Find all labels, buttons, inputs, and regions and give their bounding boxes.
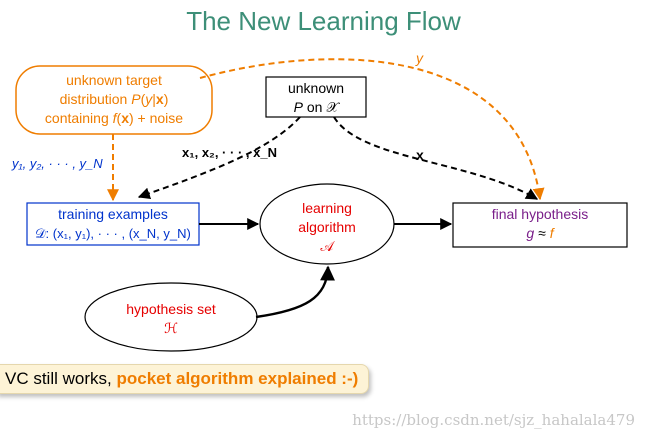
edge-target-to-final bbox=[199, 58, 545, 201]
final-line2: g ≈ f bbox=[526, 225, 554, 241]
final-hypothesis-node bbox=[452, 202, 628, 248]
banner-prefix: VC still works, bbox=[5, 369, 117, 388]
training-line2: 𝒟: (x₁, y₁), · · · , (x_N, y_N) bbox=[35, 226, 191, 241]
input-line1: unknown bbox=[287, 80, 345, 96]
hypothesis-set-label: hypothesis set ℋ bbox=[86, 300, 256, 338]
edge-input-to-final bbox=[333, 116, 539, 200]
learning-algorithm-label: learning algorithm 𝒜 bbox=[262, 199, 392, 256]
learning-line3: 𝒜 bbox=[320, 238, 334, 254]
learning-line1: learning bbox=[302, 200, 352, 216]
final-hypothesis-label: final hypothesis g ≈ f bbox=[453, 205, 627, 243]
slide-title: The New Learning Flow bbox=[186, 6, 461, 36]
target-line1: unknown target bbox=[66, 72, 162, 88]
learning-line2: algorithm bbox=[298, 219, 356, 235]
edge-label-x-samples: x₁, x₂, · · · , x_N bbox=[182, 145, 277, 160]
training-examples-label: training examples 𝒟: (x₁, y₁), · · · , (… bbox=[27, 205, 199, 243]
edge-label-y: y bbox=[416, 50, 423, 66]
edge-label-x: x bbox=[416, 147, 424, 163]
hypothesis-line2: ℋ bbox=[164, 320, 178, 336]
target-line3: containing f(x) + noise bbox=[44, 110, 184, 126]
input-distribution-label: unknown P on 𝒳 bbox=[264, 79, 368, 117]
banner-highlight: pocket algorithm explained :-) bbox=[116, 369, 359, 388]
watermark-text: https://blog.csdn.net/sjz_hahalala479 bbox=[352, 411, 635, 429]
edge-hypothesis-to-learning bbox=[255, 265, 336, 319]
target-line2: distribution P(y|x) bbox=[59, 91, 169, 107]
target-distribution-label: unknown target distribution P(y|x) conta… bbox=[16, 71, 212, 128]
input-line2: P on 𝒳 bbox=[293, 99, 339, 115]
training-line1: training examples bbox=[58, 206, 168, 222]
input-distribution-node bbox=[265, 76, 367, 118]
edge-label-y-samples: y₁, y₂, · · · , y_N bbox=[12, 156, 103, 171]
edge-input-to-training bbox=[137, 116, 301, 200]
callout-banner: VC still works, pocket algorithm explain… bbox=[0, 364, 370, 394]
final-line1: final hypothesis bbox=[491, 206, 589, 222]
hypothesis-line1: hypothesis set bbox=[126, 301, 216, 317]
